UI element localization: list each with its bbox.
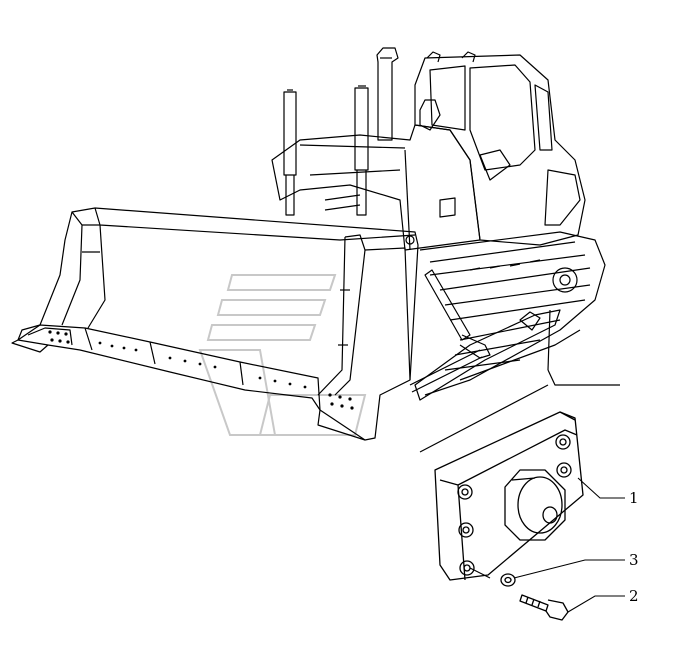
lift-cylinder-left xyxy=(283,89,297,216)
lift-cylinder-right xyxy=(354,85,369,216)
tilt-cylinder xyxy=(409,269,491,393)
watermark-logo xyxy=(198,274,367,436)
mounting-bracket xyxy=(434,411,584,581)
push-arm xyxy=(414,309,620,401)
callout-3: 3 xyxy=(629,551,639,569)
callout-1: 1 xyxy=(629,489,639,507)
callout-2: 2 xyxy=(629,587,639,605)
exhaust-stack xyxy=(376,47,399,141)
cutting-edge-bolts xyxy=(48,330,354,410)
bolt xyxy=(519,594,569,621)
washer xyxy=(500,573,516,587)
callout-leaders xyxy=(469,477,625,613)
dozer-blade xyxy=(11,207,419,441)
detail-leader-line xyxy=(419,384,549,453)
engine-hood xyxy=(271,99,481,251)
track-assembly xyxy=(419,231,606,396)
dozer-illustration xyxy=(11,47,620,441)
